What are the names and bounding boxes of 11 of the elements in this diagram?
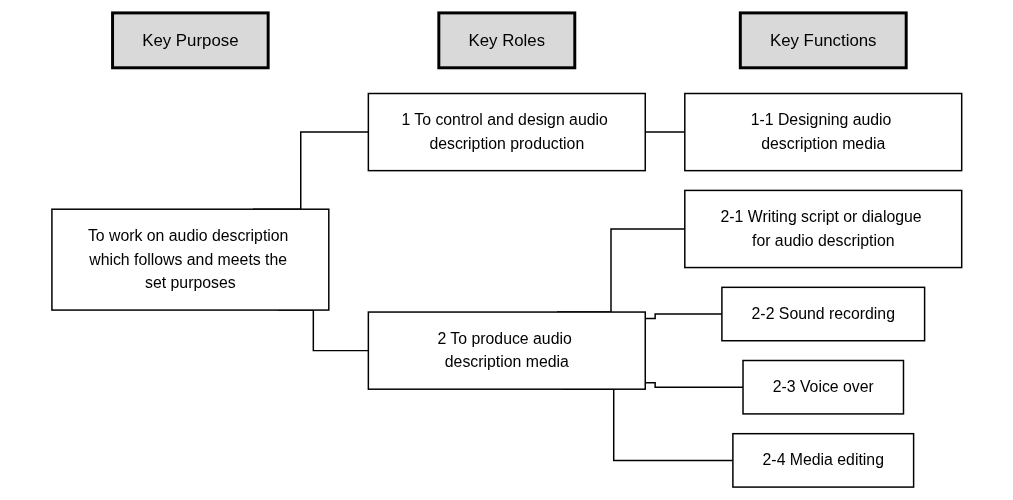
- node-box: 2-3 Voice over: [741, 359, 904, 415]
- node-box: 2-4 Media editing: [731, 432, 915, 488]
- node-box: Key Roles: [437, 11, 576, 70]
- node-box: 1 To control and design audio description production: [367, 92, 646, 172]
- node-box: Key Functions: [738, 11, 908, 70]
- node-box: 2-1 Writing script or dialogue for audio description: [683, 189, 963, 269]
- node-box: 1-1 Designing audio description media: [683, 92, 963, 172]
- node-box: To work on audio description which follows and meets the set purposes: [50, 208, 330, 311]
- node-box: Key Purpose: [110, 11, 270, 70]
- node-box: 2 To produce audio description media: [367, 311, 646, 390]
- node-box: 2-2 Sound recording: [720, 286, 926, 342]
